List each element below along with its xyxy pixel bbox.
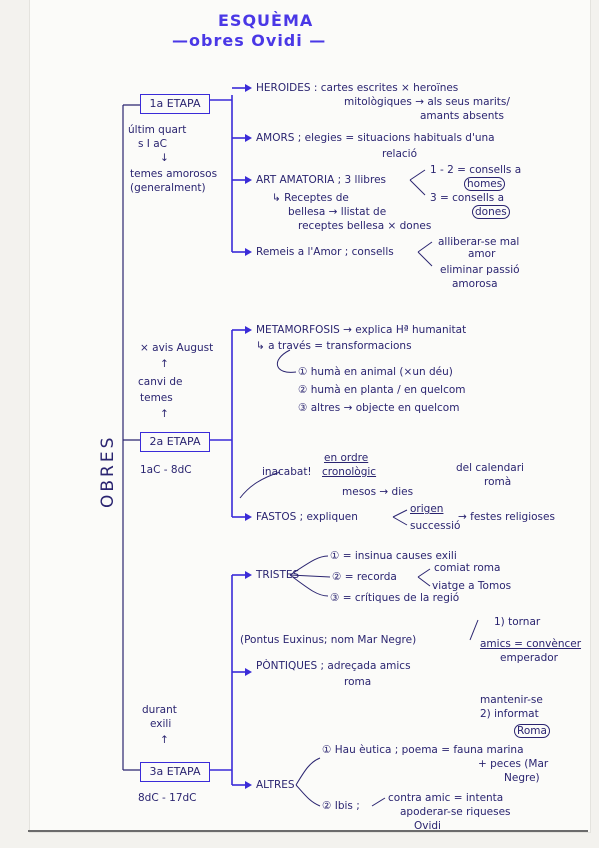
- amors-line1: AMORS ; elegies = situacions habituals d…: [256, 132, 495, 144]
- etapa1-side-3: ↓: [160, 152, 169, 164]
- etapa1-box: 1a ETAPA: [140, 94, 210, 114]
- remeis-a: alliberar-se mal: [438, 236, 520, 248]
- etapa2-date: 1aC - 8dC: [140, 464, 192, 476]
- altres-1: ① Hau èutica ; poema = fauna marina: [322, 744, 524, 756]
- altres-1c: Negre): [504, 772, 540, 784]
- calendari-1: del calendari: [456, 462, 524, 474]
- meta-item1: ① humà en animal (×un déu): [298, 366, 453, 378]
- etapa3-date: 8dC - 17dC: [138, 792, 197, 804]
- tristes-2b: viatge a Tomos: [432, 580, 512, 592]
- pontus-note: (Pontus Euxinus; nom Mar Negre): [240, 634, 417, 646]
- pontiques-5: 2) informat: [480, 708, 539, 720]
- remeis-a2: amor: [468, 248, 496, 260]
- pontiques-line1: PÒNTIQUES ; adreçada amics: [256, 660, 411, 672]
- page-bottom-rule: [28, 830, 588, 832]
- inacabat: inacabat!: [262, 466, 312, 478]
- meta-item3: ③ altres → objecte en quelcom: [298, 402, 460, 414]
- art-b2: dones: [472, 205, 510, 219]
- etapa2-side-2: ↑: [160, 358, 169, 370]
- etapa2-side-5: ↑: [160, 408, 169, 420]
- meta-item2: ② humà en planta / en quelcom: [298, 384, 466, 396]
- ordre-1: en ordre: [324, 452, 369, 464]
- altres-2a: contra amic = intenta: [388, 792, 504, 804]
- etapa1-side-2: s I aC: [138, 138, 168, 150]
- etapa1-side-5: (generalment): [130, 182, 206, 194]
- etapa3-side-2: exili: [150, 718, 172, 730]
- mesos: mesos → dies: [342, 486, 414, 498]
- etapa2-side-4: temes: [140, 392, 173, 404]
- art-amatoria: ART AMATORIA ; 3 llibres: [256, 174, 386, 186]
- origen-2: successió: [410, 520, 461, 532]
- page-title: ESQUÈMA: [218, 11, 314, 30]
- calendari-2: romà: [484, 476, 512, 488]
- pontiques-3: emperador: [500, 652, 558, 664]
- pontiques-6: Roma: [514, 724, 550, 738]
- etapa3-side-1: durant: [142, 704, 177, 716]
- remeis-b: eliminar passió: [440, 264, 520, 276]
- etapa2-side-3: canvi de: [138, 376, 183, 388]
- heroides-line2: mitològiques → als seus marits/: [344, 96, 510, 108]
- art-c3: receptes bellesa × dones: [298, 220, 432, 232]
- tristes-3: ③ = crítiques de la regió: [330, 592, 460, 604]
- etapa3-side-3: ↑: [160, 734, 169, 746]
- page-subtitle: —obres Ovidi —: [172, 31, 327, 50]
- altres-2: ② Ibis ;: [322, 800, 360, 812]
- etapa2-side-1: × avis August: [140, 342, 214, 354]
- art-b: 3 = consells a: [430, 192, 505, 204]
- remeis: Remeis a l'Amor ; consells: [256, 246, 394, 258]
- altres: ALTRES: [256, 779, 295, 791]
- meta-line1: METAMORFOSIS → explica Hª humanitat: [256, 324, 467, 336]
- etapa3-box: 3a ETAPA: [140, 762, 210, 782]
- tristes-2a: comiat roma: [434, 562, 501, 574]
- tristes: TRISTES: [256, 569, 300, 581]
- heroides-line3: amants absents: [420, 110, 504, 122]
- etapa1-side-1: últim quart: [128, 124, 187, 136]
- festes: → festes religioses: [458, 511, 555, 523]
- fastos: FASTOS ; expliquen: [256, 511, 358, 523]
- pontiques-1: 1) tornar: [494, 616, 541, 628]
- tristes-1: ① = insinua causes exili: [330, 550, 457, 562]
- amors-line2: relació: [382, 148, 418, 160]
- etapa1-side-4: temes amorosos: [130, 168, 218, 180]
- altres-2b: apoderar-se riqueses: [400, 806, 511, 818]
- art-c2: bellesa → llistat de: [288, 206, 387, 218]
- pontiques-4: mantenir-se: [480, 694, 543, 706]
- meta-line2: ↳ a través = transformacions: [256, 340, 412, 352]
- origen-1: origen: [410, 503, 444, 515]
- etapa2-box: 2a ETAPA: [140, 432, 210, 452]
- obres-label: OBRES: [98, 434, 118, 508]
- heroides-line1: HEROIDES : cartes escrites × heroïnes: [256, 82, 459, 94]
- art-a: 1 - 2 = consells a: [430, 164, 522, 176]
- ordre-2: cronològic: [322, 466, 377, 478]
- tristes-2: ② = recorda: [332, 571, 397, 583]
- altres-2c: Ovidi: [414, 820, 441, 832]
- remeis-b2: amorosa: [452, 278, 498, 290]
- pontiques-2: amics = convèncer: [480, 638, 582, 650]
- pontiques-line2: roma: [344, 676, 372, 688]
- art-c1: ↳ Receptes de: [272, 192, 349, 204]
- altres-1b: + peces (Mar: [478, 758, 549, 770]
- art-a2: homes: [464, 177, 506, 191]
